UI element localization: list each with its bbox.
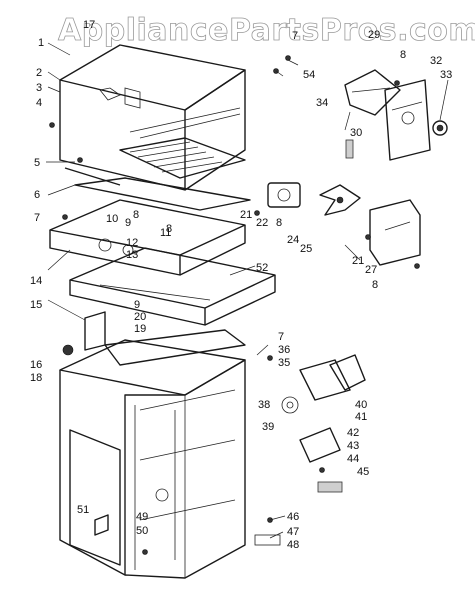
control-housing: [384, 79, 448, 161]
label-40: 40: [355, 399, 367, 411]
label-43: 43: [347, 440, 359, 452]
label-20: 20: [134, 311, 146, 323]
label-47: 47: [287, 526, 299, 538]
liner-tray: [69, 247, 276, 326]
top-housing: [59, 44, 246, 191]
label-8-top: 8: [400, 49, 406, 61]
label-8-right: 8: [372, 279, 378, 291]
evaporator-panel: [74, 137, 251, 211]
label-12: 12: [126, 237, 138, 249]
label-7-right: 7: [278, 331, 284, 343]
label-2: 2: [36, 67, 42, 79]
label-5: 5: [34, 157, 40, 169]
label-38: 38: [258, 399, 270, 411]
label-41: 41: [355, 411, 367, 423]
label-15: 15: [30, 299, 42, 311]
label-32: 32: [430, 55, 442, 67]
label-44: 44: [347, 453, 359, 465]
right-bracket: [369, 199, 421, 266]
label-29: 29: [368, 29, 380, 41]
label-46: 46: [287, 511, 299, 523]
label-50: 50: [136, 525, 148, 537]
label-11: 11: [160, 227, 171, 239]
watermark: AppliancePartsPros.com: [58, 13, 475, 48]
label-8-motor: 8: [276, 217, 282, 229]
label-30: 30: [350, 127, 362, 139]
fan-motor-assembly: [267, 182, 361, 216]
side-hinge: [62, 311, 169, 536]
label-6: 6: [34, 189, 40, 201]
label-16: 16: [30, 359, 42, 371]
label-7-left: 7: [34, 212, 40, 224]
label-33: 33: [440, 69, 452, 81]
thermostat-assembly: [254, 354, 366, 546]
label-49: 49: [136, 511, 148, 523]
screws: [49, 55, 420, 555]
drain-tray: [49, 199, 246, 276]
label-9-lower: 9: [134, 299, 140, 311]
label-36: 36: [278, 344, 290, 356]
label-14: 14: [30, 275, 42, 287]
label-22: 22: [256, 217, 268, 229]
label-10: 10: [106, 213, 118, 225]
leader-lines: [46, 42, 449, 539]
label-8-tray: 8: [133, 209, 139, 221]
label-25: 25: [300, 243, 312, 255]
label-48: 48: [287, 539, 299, 551]
label-7-top: 7: [292, 30, 298, 42]
label-24: 24: [287, 234, 299, 246]
label-45: 45: [357, 466, 369, 478]
label-9-tray: 9: [125, 217, 131, 229]
label-52: 52: [256, 262, 268, 274]
label-1: 1: [38, 37, 44, 49]
label-51: 51: [77, 504, 89, 516]
label-8-mid: 8: [166, 223, 172, 235]
label-27: 27: [365, 264, 377, 276]
label-21-right: 21: [352, 255, 364, 267]
main-cabinet: [59, 329, 246, 579]
label-17: 17: [83, 19, 95, 31]
damper-assembly: [344, 69, 401, 159]
label-54: 54: [303, 69, 315, 81]
label-21-left: 21: [240, 209, 252, 221]
label-4: 4: [36, 97, 42, 109]
label-35: 35: [278, 357, 290, 369]
label-13: 13: [126, 249, 138, 261]
part-labels: 17 1 2 3 4 5 6 7 8 9 10 11 12 13 14 15 1…: [30, 19, 452, 551]
label-39: 39: [262, 421, 274, 433]
label-18: 18: [30, 372, 42, 384]
label-3: 3: [36, 82, 42, 94]
label-19: 19: [134, 323, 146, 335]
label-42: 42: [347, 427, 359, 439]
label-34: 34: [316, 97, 328, 109]
